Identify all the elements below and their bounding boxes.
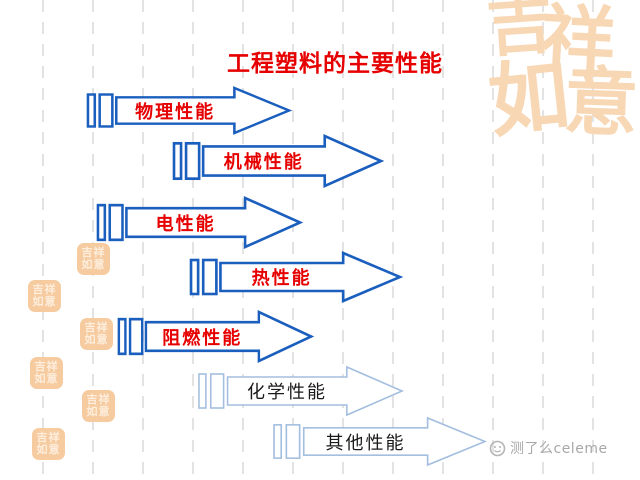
stamp-seal-watermark: 吉祥如意 [32,428,65,460]
arrow-label: 电性能 [155,213,216,235]
stamp-seal-watermark: 吉祥如意 [28,280,61,312]
arrow-mechanical-properties: 机械性能 [172,133,385,189]
arrow-thermal-properties: 热性能 [189,251,404,303]
stamp-seal-watermark: 吉祥如意 [82,390,115,422]
stamp-seal-text: 吉祥如意 [34,360,59,385]
arrow-label: 物理性能 [135,101,216,123]
arrow-chemical-properties: 化学性能 [197,365,405,417]
slide-title: 工程塑料的主要性能 [227,51,443,77]
arrow-label: 阻燃性能 [162,327,243,349]
arrow-physical-properties: 物理性能 [86,86,293,135]
stamp-seal-watermark: 吉祥如意 [30,357,63,389]
stamp-seal-watermark: 吉祥如意 [80,318,113,350]
striped-arrow-shape [96,196,304,249]
arrow-flame-retardant-properties: 阻燃性能 [117,310,315,363]
striped-arrow-shape [273,416,488,467]
brand-watermark: 测了么celeme [489,438,608,458]
striped-arrow-shape [117,310,315,363]
arrow-label: 化学性能 [247,382,328,403]
seal-character: 意 [562,58,640,148]
arrow-label: 机械性能 [223,152,304,173]
arrow-electrical-properties: 电性能 [96,196,304,249]
stamp-seal-text: 吉祥如意 [32,283,57,308]
striped-arrow-shape [172,133,385,189]
striped-arrow-shape [86,86,293,135]
arrow-label: 热性能 [251,268,312,289]
arrow-label: 其他性能 [325,432,406,454]
brand-watermark-text: 测了么celeme [510,441,608,457]
stamp-seal-text: 吉祥如意 [84,321,109,346]
striped-arrow-shape [189,251,404,303]
stamp-seal-text: 吉祥如意 [36,431,61,456]
stamp-seal-watermark: 吉祥如意 [77,243,110,275]
celeme-smiley-logo-icon [489,440,506,456]
stamp-seal-text: 吉祥如意 [86,393,111,418]
stamp-seal-text: 吉祥如意 [81,246,106,271]
arrow-other-properties: 其他性能 [272,416,488,467]
striped-arrow-shape [198,365,405,417]
